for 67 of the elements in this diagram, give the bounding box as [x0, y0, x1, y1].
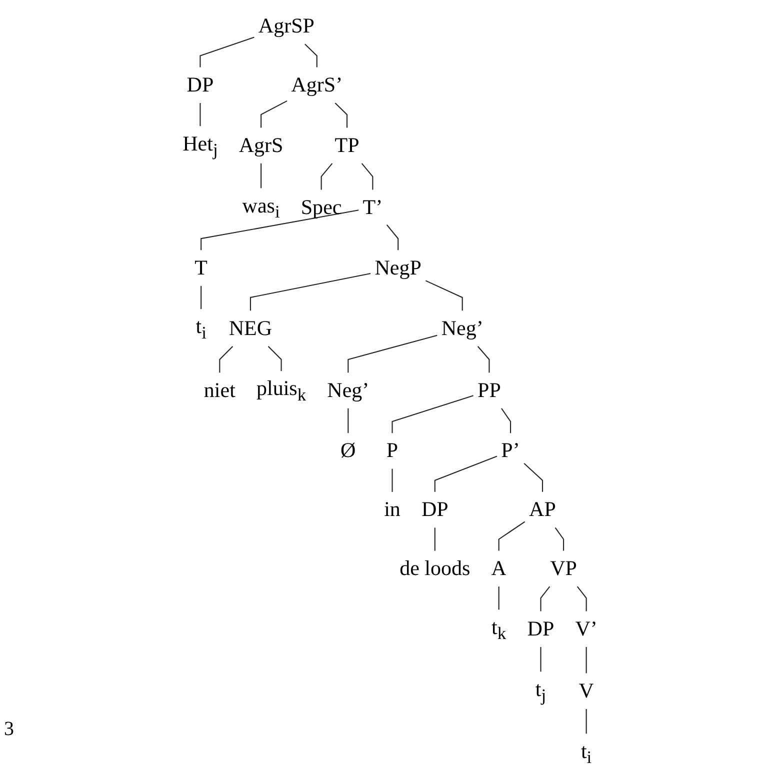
connector	[501, 408, 512, 434]
node-text: Ø	[340, 439, 356, 463]
connector	[498, 586, 500, 610]
connector	[260, 163, 262, 188]
connector	[425, 280, 463, 311]
connector	[334, 102, 348, 128]
connector	[554, 527, 564, 551]
node-text: de loods	[400, 557, 470, 580]
node-text: was$_{i}$	[242, 194, 280, 222]
connector	[219, 346, 234, 373]
node-text: DP	[527, 618, 554, 641]
syntax-tree: AgrSP DP AgrS’ Het$_{j}$ AgrS TP was$_{i}$ Spec T’ T NegP t$_{i}$ NEG Neg’ niet pluis$_{k}$ Neg’ PP Ø P P’ in DP AP de loods A VP t$_{k}$ DP V’ t$_{j}$ V t$_{i}$	[20, 0, 760, 781]
node-text: t$_{j}$	[535, 678, 546, 706]
connector	[361, 163, 374, 190]
node-text: V’	[575, 618, 598, 641]
node-text: AgrS	[238, 134, 284, 158]
connector	[540, 646, 542, 672]
connector	[260, 100, 288, 128]
node-text: V	[578, 680, 594, 703]
node-text: Neg’	[441, 316, 484, 340]
node-text: t$_{i}$	[196, 315, 206, 343]
connector	[586, 646, 587, 674]
connector	[348, 408, 349, 434]
node-text: Spec	[300, 196, 342, 220]
node-text: pluis$_{k}$	[256, 377, 306, 405]
connector	[576, 586, 587, 612]
node-text: AgrS’	[291, 74, 343, 97]
connector	[348, 334, 438, 373]
node-text: t$_{k}$	[492, 616, 506, 644]
node-text: Neg’	[327, 378, 370, 402]
connector	[386, 224, 399, 250]
node-text: in	[384, 498, 400, 522]
connector	[392, 468, 393, 492]
node-text: niet	[204, 378, 236, 402]
connector	[304, 44, 318, 68]
connector	[200, 103, 201, 126]
node-text: AgrSP	[258, 14, 314, 38]
connector	[200, 286, 202, 310]
node-text: DP	[421, 498, 448, 522]
connector	[200, 36, 254, 68]
node-text: Het$_{j}$	[182, 132, 218, 160]
node-text: AP	[529, 498, 556, 522]
node-text: DP	[186, 74, 214, 97]
node-text: TP	[334, 134, 360, 158]
connector	[320, 163, 333, 190]
connector	[268, 346, 282, 372]
node-text: P’	[501, 439, 520, 463]
node-text: T’	[362, 196, 383, 220]
connector	[540, 586, 550, 612]
node-text: A	[491, 557, 506, 580]
node-text: NEG	[228, 316, 272, 340]
node-text: t$_{i}$	[580, 740, 592, 768]
connector	[477, 346, 490, 373]
example-number: 3	[4, 718, 14, 741]
connector	[392, 395, 474, 434]
connector	[498, 521, 526, 551]
node-text: P	[386, 439, 398, 463]
connector	[434, 528, 436, 551]
node-text: VP	[550, 557, 577, 580]
connector	[524, 463, 544, 492]
connector	[586, 709, 587, 734]
connector	[434, 456, 498, 492]
connector	[250, 273, 371, 311]
connector	[200, 210, 359, 250]
node-text: T	[194, 256, 208, 280]
node-text: PP	[478, 378, 501, 402]
node-text: NegP	[374, 256, 422, 280]
